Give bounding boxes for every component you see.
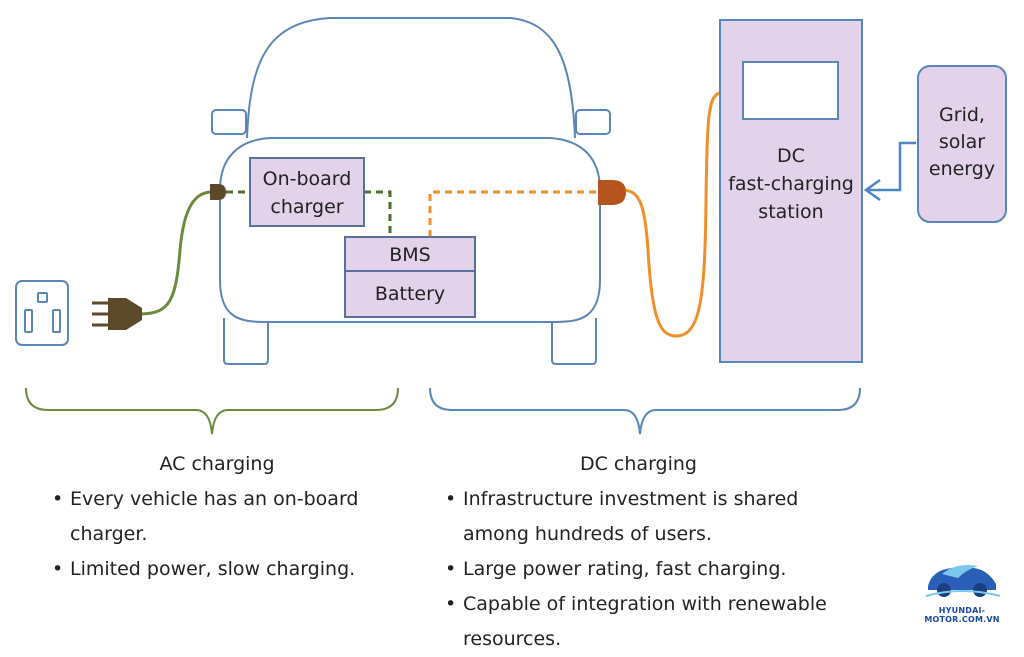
right-wheel	[551, 318, 597, 365]
ac-internal-wire	[226, 190, 392, 237]
onboard-charger-box: On-board charger	[249, 157, 365, 227]
watermark-text: HYUNDAI-MOTOR.COM.VN	[924, 606, 1000, 624]
left-wheel	[223, 318, 269, 365]
ac-inlet-icon	[210, 184, 226, 200]
ac-bullet-2: Limited power, slow charging.	[52, 552, 382, 587]
dc-bullet-1: Infrastructure investment is shared amon…	[445, 482, 865, 552]
right-mirror	[575, 109, 611, 135]
dc-plug-icon	[598, 180, 626, 205]
dc-bullet-3: Capable of integration with renewable re…	[445, 587, 865, 657]
onboard-charger-label-line1: On-board	[263, 168, 352, 190]
car-logo-icon	[925, 565, 1001, 597]
battery-label: Battery	[375, 283, 445, 305]
dc-station-label-line3: station	[758, 201, 823, 223]
dc-internal-wire	[428, 190, 600, 237]
ac-charging-section: AC charging Every vehicle has an on-boar…	[52, 447, 382, 587]
dc-station-label-line1: DC	[777, 145, 805, 167]
ac-charging-bullets: Every vehicle has an on-board charger. L…	[52, 482, 382, 587]
ac-plug-icon	[92, 298, 142, 330]
wall-outlet-icon	[15, 280, 69, 346]
onboard-charger-label-line2: charger	[270, 196, 343, 218]
energy-flow-arrow-icon	[863, 141, 916, 202]
grid-label-line3: energy	[929, 158, 995, 180]
watermark: HYUNDAI-MOTOR.COM.VN	[912, 556, 1012, 624]
dc-charging-title: DC charging	[580, 453, 697, 475]
grid-label-line2: solar	[939, 131, 985, 153]
station-screen	[742, 61, 839, 120]
bms-battery-box: BMS Battery	[344, 236, 476, 318]
ac-charging-title: AC charging	[159, 453, 275, 475]
dc-cable	[621, 91, 721, 338]
dc-charging-section: DC charging Infrastructure investment is…	[445, 447, 865, 657]
dc-bullet-2: Large power rating, fast charging.	[445, 552, 865, 587]
bms-label: BMS	[389, 244, 431, 266]
ac-cable	[139, 190, 213, 316]
car-roof	[246, 17, 576, 139]
ac-bullet-1: Every vehicle has an on-board charger.	[52, 482, 382, 552]
left-mirror	[211, 109, 247, 135]
grid-energy-box: Grid, solar energy	[917, 65, 1007, 223]
dc-brace	[429, 387, 861, 435]
grid-label-line1: Grid,	[939, 104, 985, 126]
ac-brace	[25, 387, 399, 435]
dc-station-box: DC fast-charging station	[719, 19, 863, 363]
dc-station-label-line2: fast-charging	[728, 173, 854, 195]
dc-charging-bullets: Infrastructure investment is shared amon…	[445, 482, 865, 657]
